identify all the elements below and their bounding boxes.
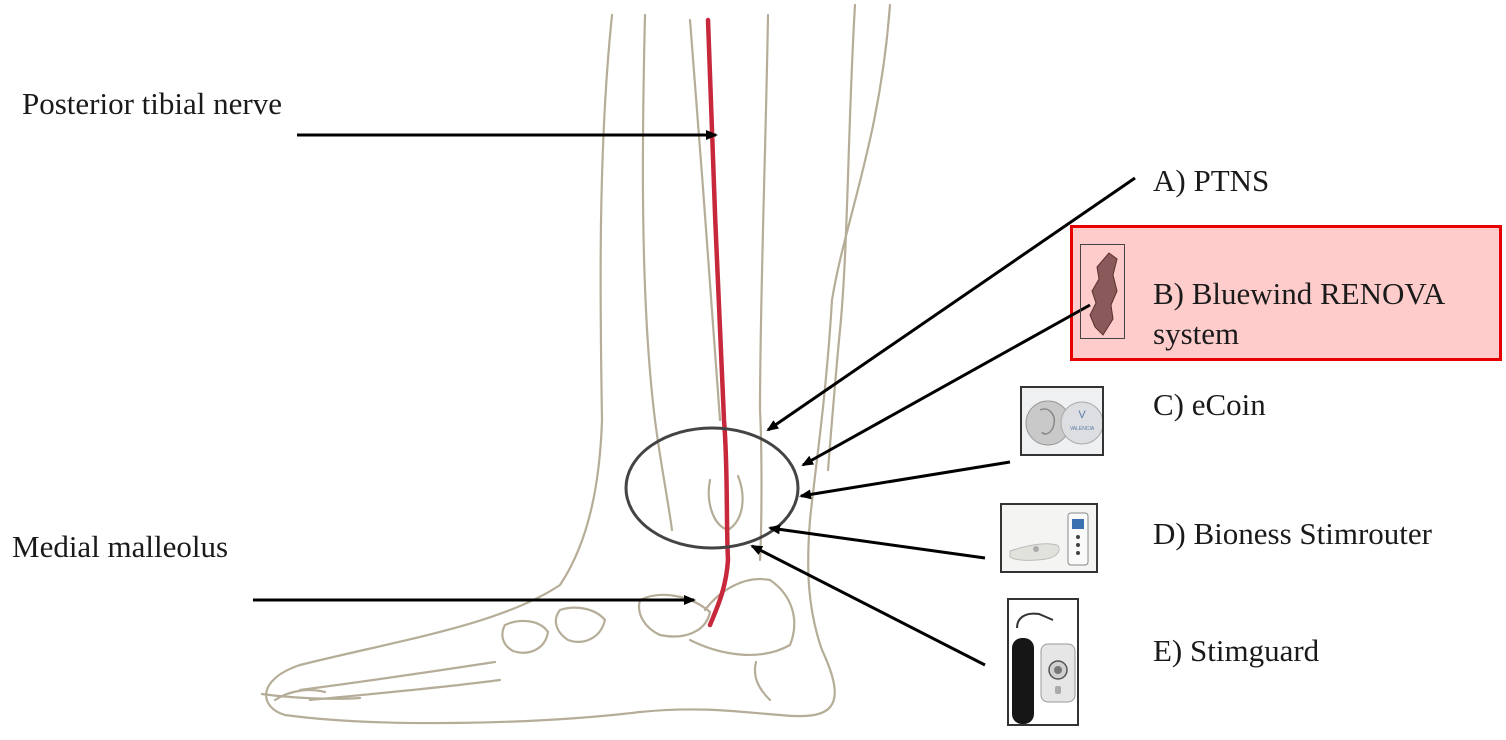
label-bluewind-line2: system [1153,316,1239,352]
nerve-line [708,20,728,625]
label-stimguard: E) Stimguard [1153,633,1319,669]
tibia-line [760,15,768,560]
metatarsal-2 [310,680,500,700]
arrow-ecoin [801,462,1010,496]
label-ptns: A) PTNS [1153,163,1269,199]
label-medial-malleolus: Medial malleolus [12,529,228,565]
label-posterior-tibial-nerve: Posterior tibial nerve [22,86,282,122]
label-bioness: D) Bioness Stimrouter [1153,516,1432,552]
label-ecoin: C) eCoin [1153,387,1266,423]
fibula-line [643,15,672,530]
leg-outline-left [266,5,890,723]
arrow-bioness [770,528,985,558]
heel-bone [690,579,794,655]
leg-illustration [262,5,890,723]
ecoin-thumb-text: VALENCIA [1070,426,1095,432]
label-bluewind-line1: B) Bluewind RENOVA [1153,276,1445,312]
svg-text:V: V [1078,409,1086,421]
bluewind-implant-icon [1080,244,1125,339]
stimguard-device-icon [1007,598,1079,726]
arrows [253,135,1135,665]
bioness-device-icon [1000,503,1098,573]
achilles-line [828,5,855,470]
tarsal-bone-1 [556,608,605,642]
heel-curve [755,662,770,700]
metatarsal-1 [300,662,495,690]
ecoin-device-icon: V VALENCIA [1020,386,1104,456]
ankle-target-circle [626,428,798,548]
tarsal-bone-2 [502,621,548,653]
